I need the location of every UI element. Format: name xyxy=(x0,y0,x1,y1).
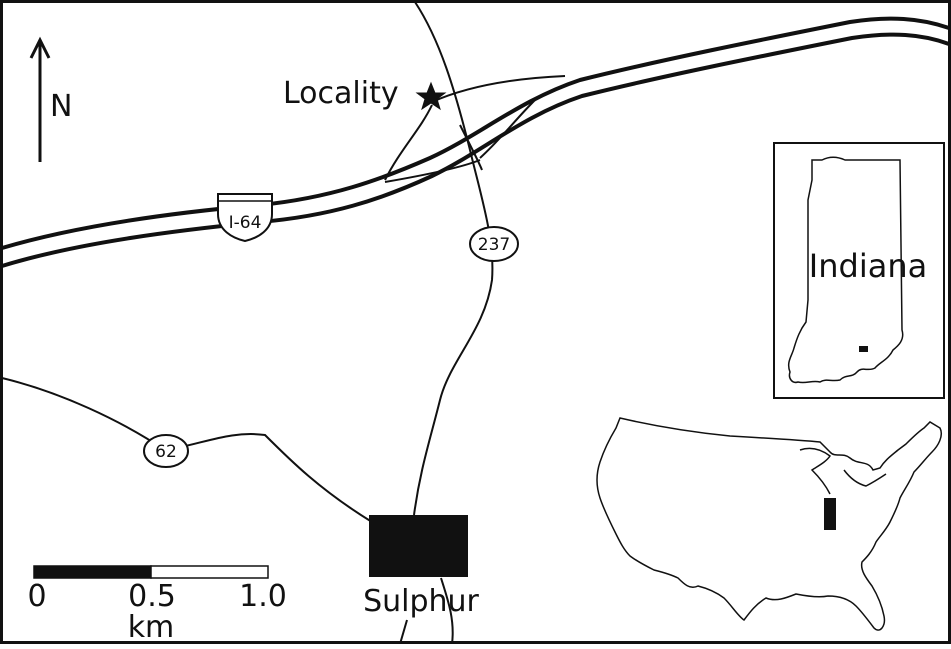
route-237-road xyxy=(413,1,494,516)
locality-label: Locality xyxy=(283,76,399,111)
scale-bar-dark-segment xyxy=(33,565,152,579)
scale-tick-0: 0 xyxy=(27,579,46,614)
scale-bar: 0 0.5 1.0 km xyxy=(27,565,287,645)
study-area-marker xyxy=(859,346,868,352)
ramp-ne xyxy=(431,75,566,103)
locality-star-icon xyxy=(415,81,447,111)
sulphur-label: Sulphur xyxy=(363,584,479,619)
route-237-label: 237 xyxy=(478,235,510,255)
usa-outline xyxy=(596,417,943,631)
route-237-shield: 237 xyxy=(469,226,519,262)
interstate-64-south-edge xyxy=(1,32,950,268)
south-road xyxy=(399,619,408,645)
north-label: N xyxy=(50,89,72,124)
interstate-64-label: I-64 xyxy=(229,213,262,233)
route-62-shield: 62 xyxy=(143,434,189,468)
ramp-nw xyxy=(384,104,433,181)
scale-unit: km xyxy=(128,610,175,644)
route-62-label: 62 xyxy=(155,442,177,462)
route-62-road xyxy=(1,377,373,523)
south-road-2 xyxy=(440,577,454,645)
usa-inset xyxy=(596,417,943,631)
interstate-64-shield: I-64 xyxy=(217,193,273,243)
indiana-label: Indiana xyxy=(809,247,927,285)
sulphur-town-block xyxy=(369,515,468,577)
interstate-64-north-edge xyxy=(1,16,950,250)
scale-bar-light-segment xyxy=(150,565,269,579)
indiana-inset: Indiana xyxy=(773,142,945,399)
scale-tick-mid: 0.5 xyxy=(128,579,176,614)
scale-tick-end: 1.0 xyxy=(239,579,287,614)
indiana-outline xyxy=(787,156,904,384)
north-arrow: N xyxy=(29,36,72,162)
great-lakes-outline xyxy=(799,447,887,495)
indiana-highlight xyxy=(824,498,836,530)
